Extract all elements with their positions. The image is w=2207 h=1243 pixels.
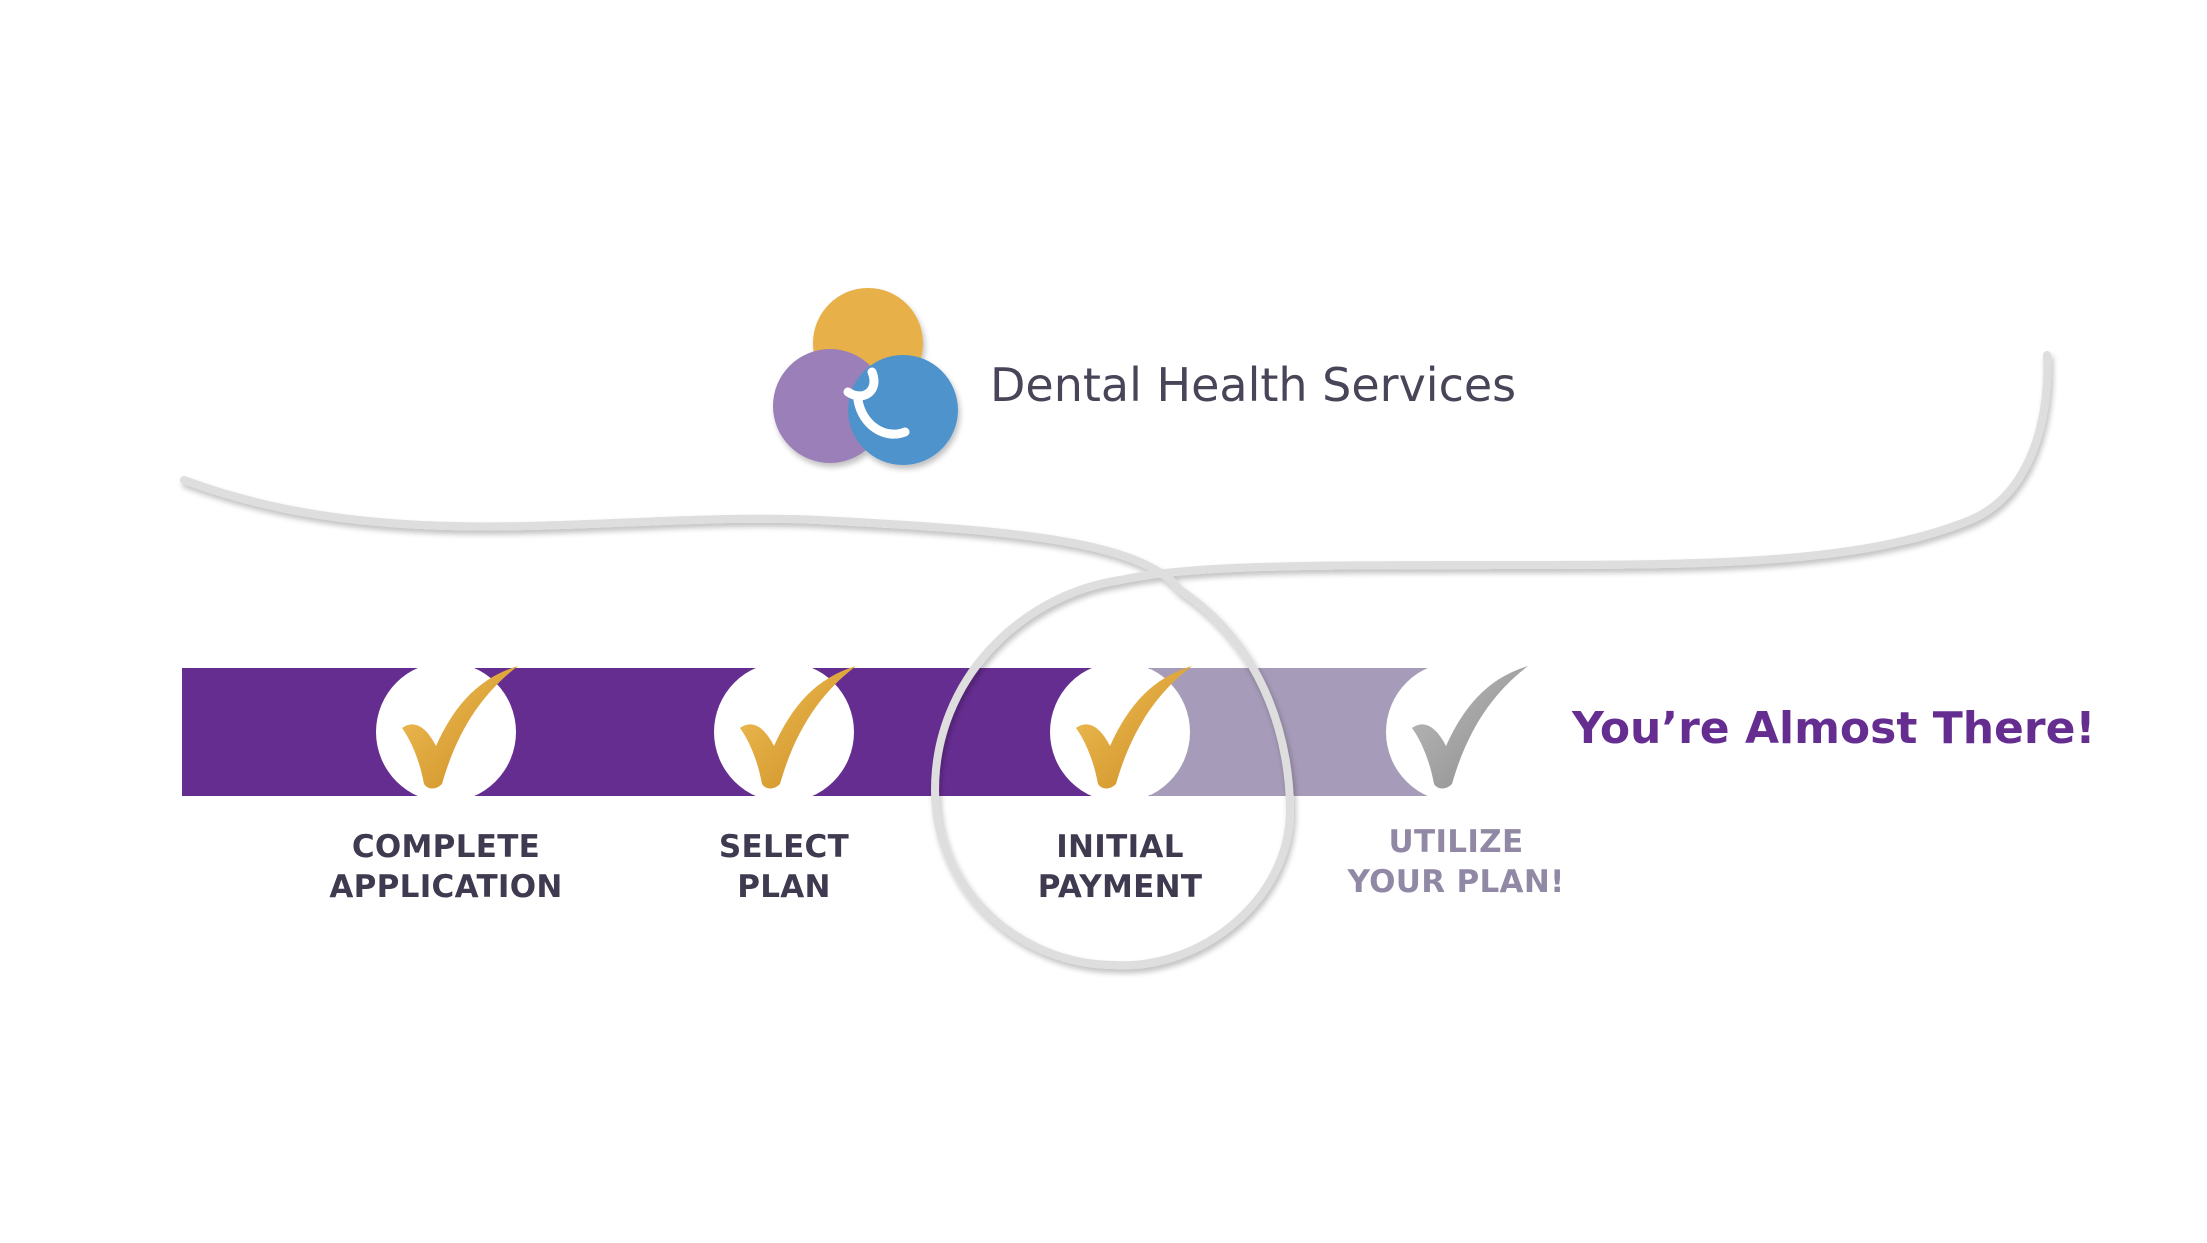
- step-label-line2: APPLICATION: [329, 869, 563, 905]
- brand-logo: [773, 288, 958, 465]
- step-label-line1: INITIAL: [1056, 829, 1184, 865]
- tagline: You’re Almost There!: [1572, 703, 2096, 754]
- step-1: [376, 662, 518, 802]
- step-label-line2: PAYMENT: [1037, 869, 1203, 905]
- step-label-line1: COMPLETE: [351, 829, 541, 865]
- step-2: [714, 662, 856, 802]
- step-3: [1050, 662, 1192, 802]
- check-icon: [1412, 666, 1528, 789]
- swoosh-line: [180, 351, 2052, 970]
- step-label: SELECT PLAN: [614, 827, 954, 907]
- step-label: COMPLETE APPLICATION: [276, 827, 616, 907]
- step-4: [1386, 662, 1528, 802]
- step-label-line2: YOUR PLAN!: [1347, 864, 1565, 900]
- step-label-line2: PLAN: [737, 869, 831, 905]
- check-icon: [740, 666, 856, 789]
- step-label-line1: UTILIZE: [1388, 824, 1524, 860]
- check-icon: [1076, 666, 1192, 789]
- step-label: UTILIZE YOUR PLAN!: [1286, 822, 1626, 902]
- step-label: INITIAL PAYMENT: [950, 827, 1290, 907]
- brand-name: Dental Health Services: [990, 358, 1517, 412]
- step-label-line1: SELECT: [718, 829, 850, 865]
- progress-bar-done: [182, 668, 1150, 796]
- check-icon: [402, 666, 518, 789]
